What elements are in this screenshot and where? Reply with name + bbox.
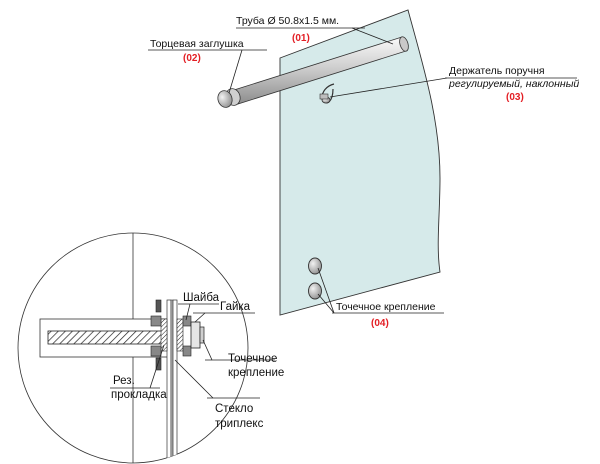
holder-label-line1: Держатель поручня xyxy=(449,65,545,77)
point-mount-detail-line1: Точечное xyxy=(228,353,277,365)
point-mount-detail-line2: крепление xyxy=(228,367,284,379)
glass-label-line1: Стекло xyxy=(215,403,253,415)
pipe-number: (01) xyxy=(292,33,310,44)
point-mount-number: (04) xyxy=(371,318,389,329)
point-mounts xyxy=(308,257,322,300)
leader-lines xyxy=(148,27,577,314)
washer-label: Шайба xyxy=(183,292,220,304)
holder-number: (03) xyxy=(506,92,524,103)
gasket-label-line1: Рез. xyxy=(113,375,135,387)
end-cap-number: (02) xyxy=(183,53,201,64)
point-mount-label: Точечное крепление xyxy=(336,301,436,313)
detail-view xyxy=(17,232,275,464)
glass-label-line2: триплекс xyxy=(215,418,264,430)
gasket-label-line2: прокладка xyxy=(111,389,167,401)
handrail-holder xyxy=(319,83,335,104)
glass-panel xyxy=(279,9,441,316)
end-cap-label: Торцевая заглушка xyxy=(150,38,244,50)
holder-label-line2: регулируемый, наклонный xyxy=(448,78,579,90)
pipe-label: Труба Ø 50.8x1.5 мм. xyxy=(236,15,339,27)
nut-label: Гайка xyxy=(220,301,251,313)
